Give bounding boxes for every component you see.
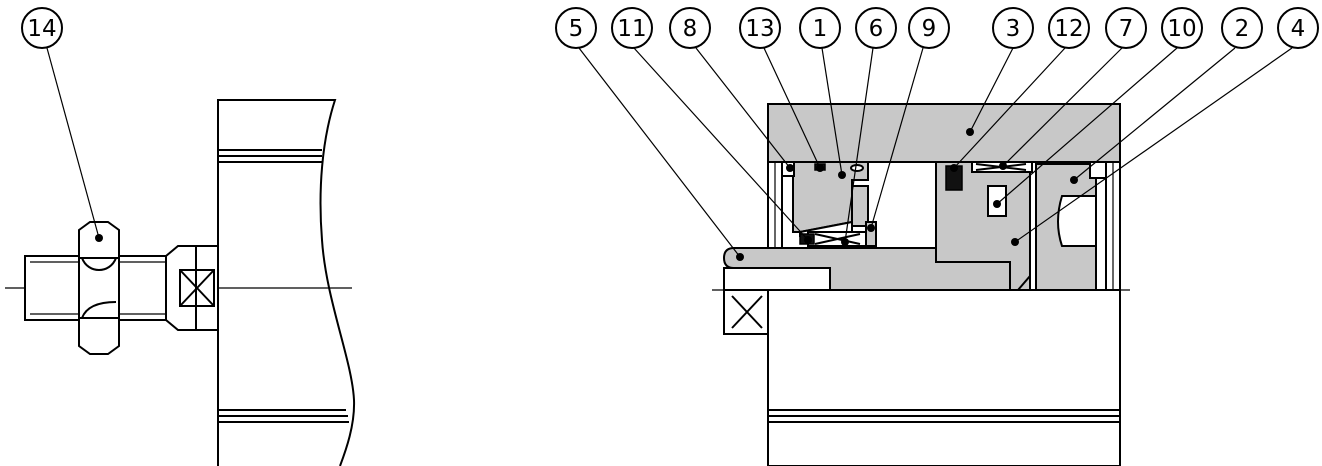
callout-14: 14 — [21, 7, 63, 49]
callout-12: 12 — [1048, 7, 1090, 49]
callout-2-text: 2 — [1235, 16, 1250, 42]
outer-housing — [767, 103, 1121, 163]
callout-10-text: 10 — [1167, 16, 1196, 42]
callout-7-text: 7 — [1119, 16, 1134, 42]
callout-1-text: 1 — [813, 16, 828, 42]
callout-1: 1 — [799, 7, 841, 49]
callout-13-text: 13 — [745, 16, 774, 42]
leader-lines — [46, 47, 1293, 258]
callout-6: 6 — [855, 7, 897, 49]
callout-7: 7 — [1105, 7, 1147, 49]
callout-12-text: 12 — [1054, 16, 1083, 42]
callouts: 14 5 11 8 13 1 6 9 — [21, 7, 1319, 49]
callout-3-text: 3 — [1006, 16, 1021, 42]
callout-2: 2 — [1221, 7, 1263, 49]
callout-13: 13 — [739, 7, 781, 49]
callout-4: 4 — [1277, 7, 1319, 49]
hex-nut — [78, 221, 120, 355]
callout-9-text: 9 — [922, 16, 937, 42]
callout-3: 3 — [992, 7, 1034, 49]
callout-6-text: 6 — [869, 16, 884, 42]
housing-side-view — [217, 99, 356, 466]
callout-14-text: 14 — [27, 16, 56, 42]
callout-8: 8 — [669, 7, 711, 49]
callout-10: 10 — [1161, 7, 1203, 49]
left-view — [5, 99, 356, 466]
threaded-stud — [24, 255, 84, 321]
callout-11: 11 — [611, 7, 653, 49]
housing-lower — [767, 289, 1121, 466]
callout-5-text: 5 — [569, 16, 584, 42]
callout-5: 5 — [555, 7, 597, 49]
callout-11-text: 11 — [617, 16, 646, 42]
right-view — [712, 103, 1130, 466]
callout-4-text: 4 — [1291, 16, 1306, 42]
callout-9: 9 — [908, 7, 950, 49]
callout-8-text: 8 — [683, 16, 698, 42]
